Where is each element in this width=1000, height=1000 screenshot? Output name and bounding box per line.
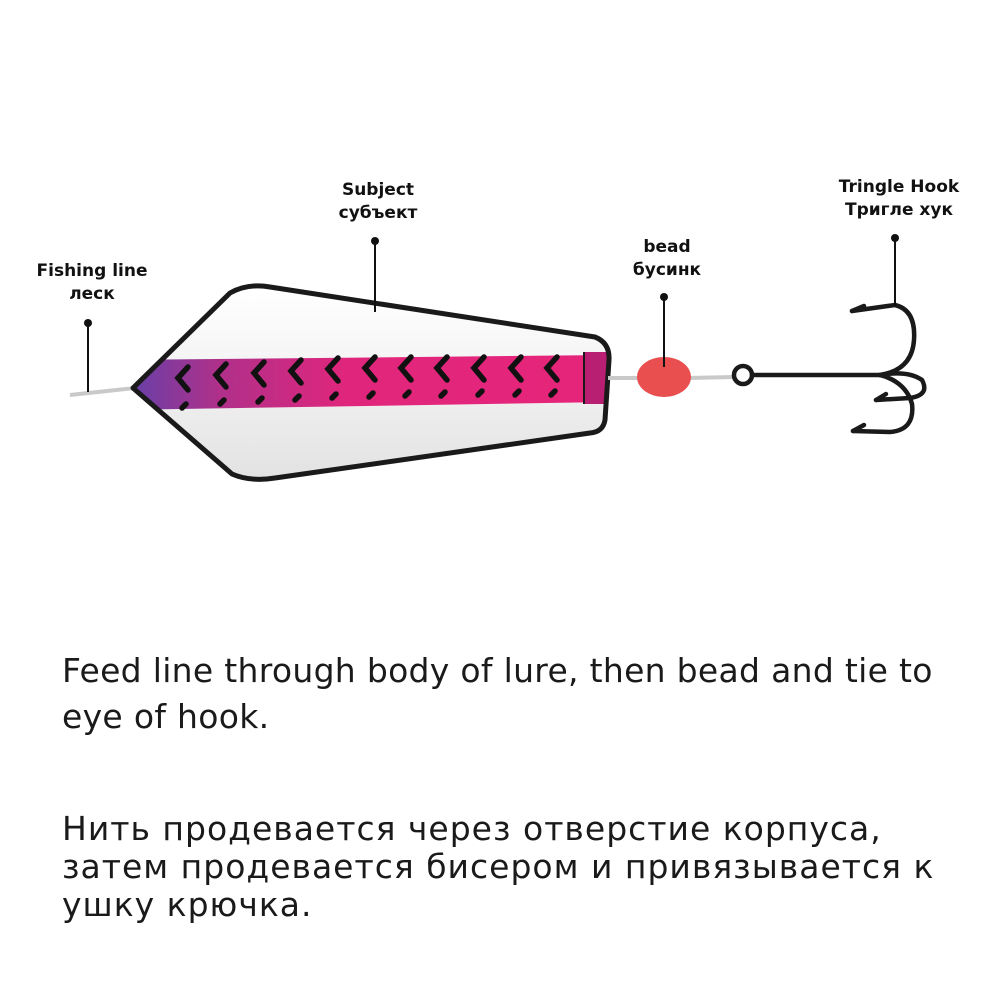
bead-label-en: bead: [643, 237, 690, 257]
hook-label-ru: Тригле хук: [845, 200, 954, 220]
hook-label-en: Tringle Hook: [839, 177, 960, 197]
bead-label-ru: бусинк: [633, 260, 702, 280]
label-pointers: [87, 238, 896, 392]
lure-body: [130, 283, 612, 482]
subject-label-ru: субъект: [339, 203, 418, 223]
subject-label-en: Subject: [342, 180, 414, 200]
fishing-line-label-en: Fishing line: [37, 261, 148, 281]
fishing-line-label-ru: леск: [69, 284, 115, 304]
fishing-line-pointer-dot: [84, 319, 92, 327]
line-to-hook: [687, 375, 735, 380]
treble-hook: [731, 302, 927, 435]
instruction-russian: Нить продевается через отверстие корпуса…: [62, 809, 935, 924]
instruction-english: Feed line through body of lure, then bea…: [62, 651, 933, 736]
bead: [637, 357, 691, 397]
lure-stripe: [133, 355, 610, 410]
fishing-line: [69, 386, 136, 397]
hook-pointer-dot: [891, 234, 899, 242]
bead-pointer-dot: [660, 293, 668, 301]
chevron-pattern: [174, 354, 560, 411]
subject-pointer-dot: [371, 237, 379, 245]
